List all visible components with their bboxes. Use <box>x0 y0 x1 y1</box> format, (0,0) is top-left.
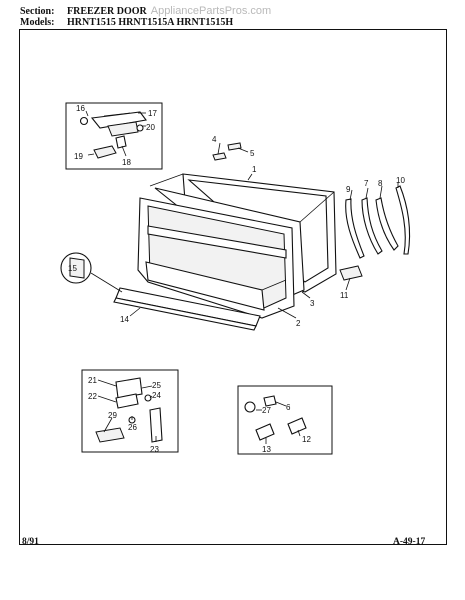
callout-8: 8 <box>378 179 383 188</box>
diagram-frame <box>19 29 447 545</box>
models-value: HRNT1515 HRNT1515A HRNT1515H <box>67 17 234 28</box>
callout-18: 18 <box>122 158 131 167</box>
leader-lines <box>97 142 399 444</box>
callout-25: 25 <box>152 381 161 390</box>
section-value: FREEZER DOOR <box>67 6 147 17</box>
callout-20: 20 <box>146 123 155 132</box>
section-label: Section: <box>20 6 55 17</box>
handle-caps <box>212 142 242 161</box>
callout-19: 19 <box>74 152 83 161</box>
callout-11: 11 <box>340 291 349 300</box>
door-liner <box>137 197 295 319</box>
footer-date: 8/91 <box>22 537 39 547</box>
watermark: AppliancePartsPros.com <box>150 5 272 17</box>
callout-22: 22 <box>88 392 97 401</box>
callout-16: 16 <box>76 104 85 113</box>
callout-5: 5 <box>250 149 255 158</box>
callout-13: 13 <box>262 445 271 454</box>
door-handles <box>339 185 411 281</box>
callout-7: 7 <box>364 179 369 188</box>
callout-26: 26 <box>128 423 137 432</box>
inset-box-clips <box>237 385 333 455</box>
callout-17: 17 <box>148 109 157 118</box>
callout-24: 24 <box>152 391 161 400</box>
footer-page-code: A-49-17 <box>393 537 426 547</box>
callout-2: 2 <box>296 319 301 328</box>
callout-4: 4 <box>212 135 217 144</box>
callout-21: 21 <box>88 376 97 385</box>
inset-box-top-hinge <box>65 102 163 170</box>
callout-1: 1 <box>252 165 257 174</box>
callout-3: 3 <box>310 299 315 308</box>
callout-15: 15 <box>68 264 77 273</box>
gasket-detail <box>60 252 123 293</box>
callout-12: 12 <box>302 435 311 444</box>
callout-23: 23 <box>150 445 159 454</box>
models-label: Models: <box>20 17 55 28</box>
callout-6: 6 <box>286 403 291 412</box>
callout-labels: 1 2 3 4 5 6 7 8 9 10 11 12 13 14 15 16 1… <box>68 104 405 454</box>
callout-29: 29 <box>108 411 117 420</box>
callout-9: 9 <box>346 185 351 194</box>
callout-10: 10 <box>396 176 405 185</box>
callout-14: 14 <box>120 315 129 324</box>
callout-27: 27 <box>262 406 271 415</box>
models-row: Models: HRNT1515 HRNT1515A HRNT1515H <box>20 17 450 29</box>
inset-box-bottom-hinge <box>81 369 179 453</box>
shelf-rail <box>113 287 261 331</box>
